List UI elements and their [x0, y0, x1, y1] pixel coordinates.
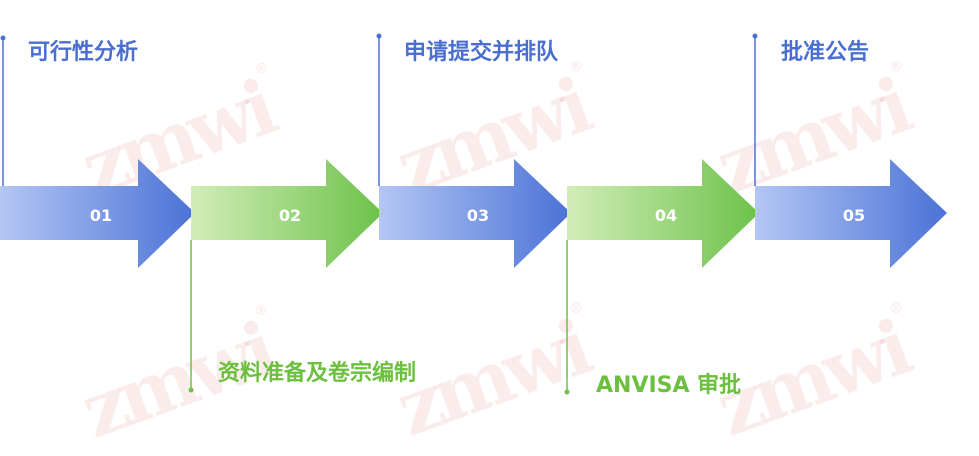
step-number-04: 04	[654, 206, 678, 225]
step-label-05: 批准公告	[781, 40, 870, 65]
connector-05	[752, 33, 758, 186]
arrow-05	[755, 159, 947, 268]
connector-04	[564, 240, 570, 395]
step-label-04: ANVISA 审批	[596, 373, 742, 398]
step-label-02: 资料准备及卷宗编制	[218, 361, 417, 386]
arrow-02	[191, 159, 383, 268]
arrows-layer	[0, 33, 947, 395]
connector-02	[188, 240, 194, 393]
arrow-01	[0, 159, 195, 268]
step-number-02: 02	[278, 206, 302, 225]
step-number-05: 05	[842, 206, 866, 225]
step-label-01: 可行性分析	[28, 40, 139, 65]
step-label-03: 申请提交并排队	[404, 40, 559, 65]
arrow-03	[379, 159, 571, 268]
step-number-01: 01	[89, 206, 113, 225]
process-diagram: zmwi® zmwi® zmwi® zmwi® zmwi® zmwi®	[0, 33, 947, 456]
connector-01	[0, 35, 6, 186]
arrow-04	[567, 159, 759, 268]
connector-03	[376, 33, 382, 186]
step-number-03: 03	[466, 206, 490, 225]
